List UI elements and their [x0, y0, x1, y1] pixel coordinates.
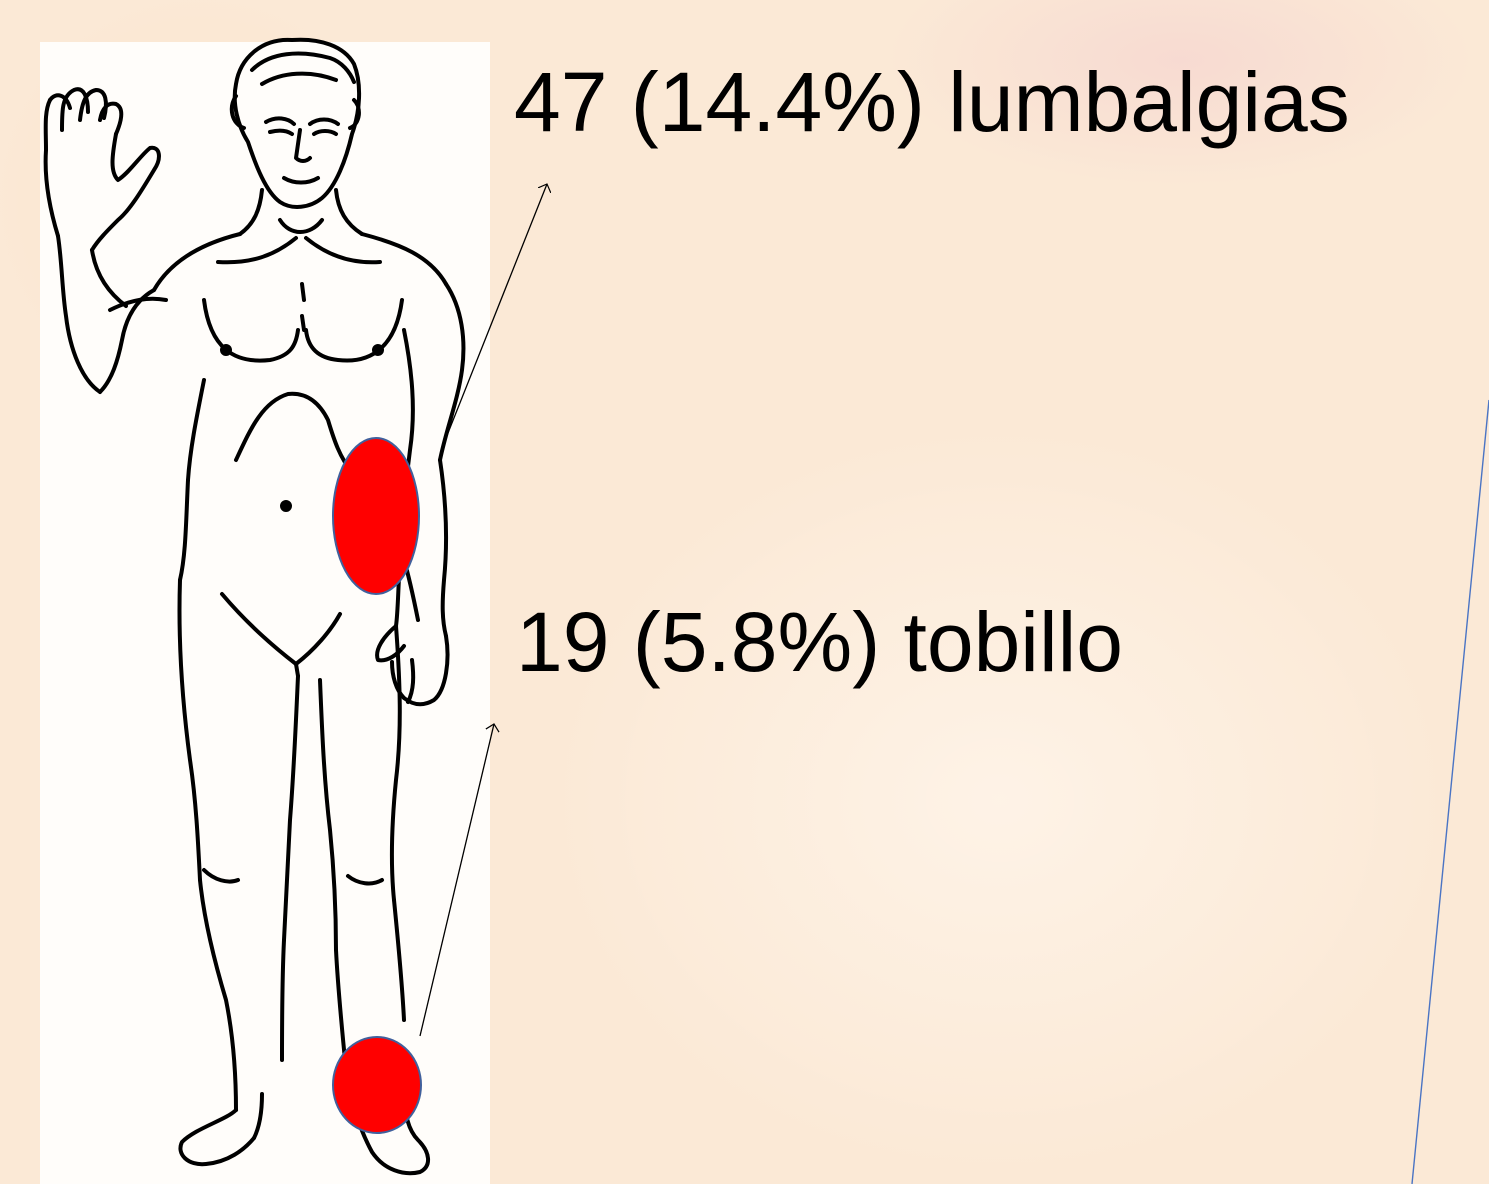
- ankle-label: 19 (5.8%) tobillo: [516, 600, 1123, 684]
- human-body-front-outline-icon: [46, 40, 464, 1173]
- ankle-arrow: [420, 724, 494, 1036]
- divider-line: [1412, 400, 1489, 1184]
- ankle-marker: [333, 1037, 421, 1133]
- lumbar-marker: [333, 438, 419, 594]
- lumbar-label: 47 (14.4%) lumbalgias: [514, 60, 1350, 144]
- lumbar-arrow: [446, 184, 547, 438]
